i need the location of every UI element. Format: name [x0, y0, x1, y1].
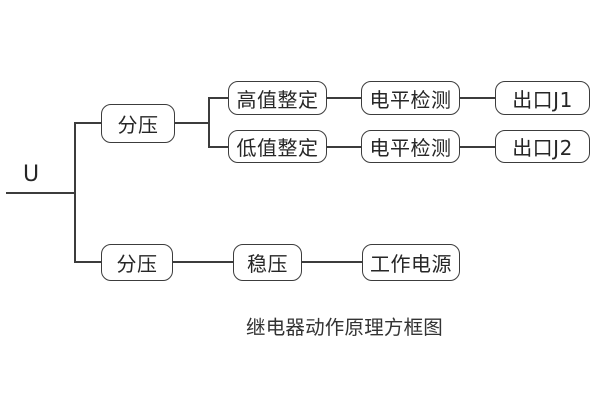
connector-divider-top-out — [175, 122, 209, 124]
block-working-power: 工作电源 — [362, 244, 460, 281]
block-label: 电平检测 — [369, 136, 452, 160]
block-label: 电平检测 — [369, 87, 452, 112]
connector-level-detect-1-out — [460, 97, 495, 99]
connector-to-high-set — [208, 97, 229, 99]
block-label: 稳压 — [247, 252, 288, 276]
connector-main-vertical — [74, 122, 76, 263]
block-label: 分压 — [116, 252, 158, 276]
connector-high-set-out — [327, 97, 361, 99]
block-label: 出口J2 — [512, 136, 573, 160]
connector-branch-bottom — [74, 261, 102, 263]
block-outlet-j1: 出口J1 — [495, 81, 590, 115]
connector-branch-top — [74, 122, 102, 124]
connector-level-detect-2-out — [460, 146, 495, 148]
block-divider-bottom: 分压 — [101, 244, 173, 281]
block-label: 工作电源 — [370, 252, 452, 276]
block-label: 高值整定 — [236, 87, 319, 112]
block-high-set: 高值整定 — [228, 81, 327, 115]
block-label: 出口J1 — [512, 87, 573, 112]
input-voltage-label: U — [23, 162, 40, 187]
connector-low-set-out — [327, 146, 361, 148]
block-level-detect-2: 电平检测 — [361, 130, 460, 163]
block-outlet-j2: 出口J2 — [495, 130, 590, 163]
block-low-set: 低值整定 — [228, 130, 327, 163]
diagram-caption: 继电器动作原理方框图 — [246, 316, 444, 339]
connector-regulator-out — [302, 261, 362, 263]
connector-input — [6, 192, 75, 194]
connector-divider-bottom-out — [173, 261, 233, 263]
connector-to-low-set — [208, 146, 229, 148]
block-label: 分压 — [117, 113, 159, 137]
block-level-detect-1: 电平检测 — [361, 81, 460, 115]
block-regulator: 稳压 — [233, 244, 302, 281]
connector-split-vertical — [208, 97, 210, 148]
block-divider-top: 分压 — [101, 104, 175, 143]
block-label: 低值整定 — [236, 136, 319, 160]
